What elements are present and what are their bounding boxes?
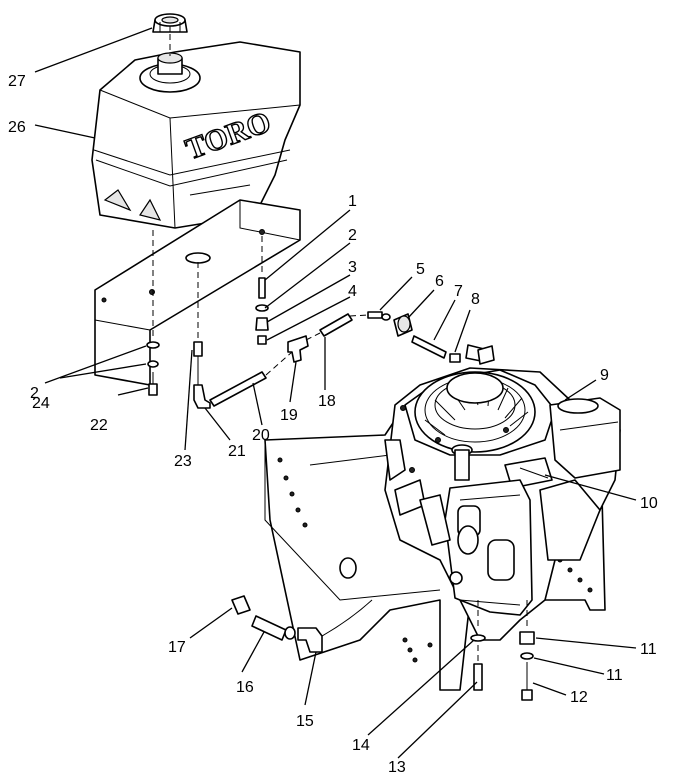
callout-2-left: 2 <box>30 385 39 402</box>
callout-15: 15 <box>296 713 314 730</box>
callout-3: 3 <box>348 259 357 276</box>
callout-18: 18 <box>318 393 336 410</box>
callout-22: 22 <box>90 417 108 434</box>
callout-14: 14 <box>352 737 370 754</box>
fuel-tank: TORO <box>91 41 301 229</box>
callout-17: 17 <box>168 639 186 656</box>
callout-labels: 1 2 3 4 5 6 7 8 9 10 11 11 12 13 14 15 1… <box>8 73 658 776</box>
callout-10: 10 <box>640 495 658 512</box>
callout-5: 5 <box>416 261 425 278</box>
callout-26: 26 <box>8 119 26 136</box>
callout-12: 12 <box>570 689 588 706</box>
fuel-line-lower <box>209 351 293 407</box>
callout-6: 6 <box>435 273 444 290</box>
callout-8: 8 <box>471 291 480 308</box>
right-mounting-hardware <box>255 236 269 345</box>
callout-19: 19 <box>280 407 298 424</box>
tee-fitting <box>287 332 321 363</box>
tank-outlet-fitting <box>193 262 211 409</box>
left-mounting-hardware <box>146 230 160 396</box>
callout-9: 9 <box>600 367 609 384</box>
callout-21: 21 <box>228 443 246 460</box>
callout-4: 4 <box>348 283 357 300</box>
fuel-line-upper <box>319 313 369 337</box>
callout-20: 20 <box>252 427 270 444</box>
engine <box>384 345 621 641</box>
callout-24: 24 <box>32 395 50 412</box>
callout-7: 7 <box>454 283 463 300</box>
callout-13: 13 <box>388 759 406 776</box>
fuel-cap <box>152 13 188 56</box>
callout-11-washer: 11 <box>606 667 623 684</box>
fuel-filter-assembly <box>367 311 489 363</box>
callout-11-nut: 11 <box>640 641 657 658</box>
callout-27: 27 <box>8 73 26 90</box>
engine-mount-hardware <box>470 600 535 701</box>
callout-1: 1 <box>348 193 357 210</box>
leader-lines <box>34 27 637 759</box>
callout-23: 23 <box>174 453 192 470</box>
callout-16: 16 <box>236 679 254 696</box>
callout-2: 2 <box>348 227 357 244</box>
